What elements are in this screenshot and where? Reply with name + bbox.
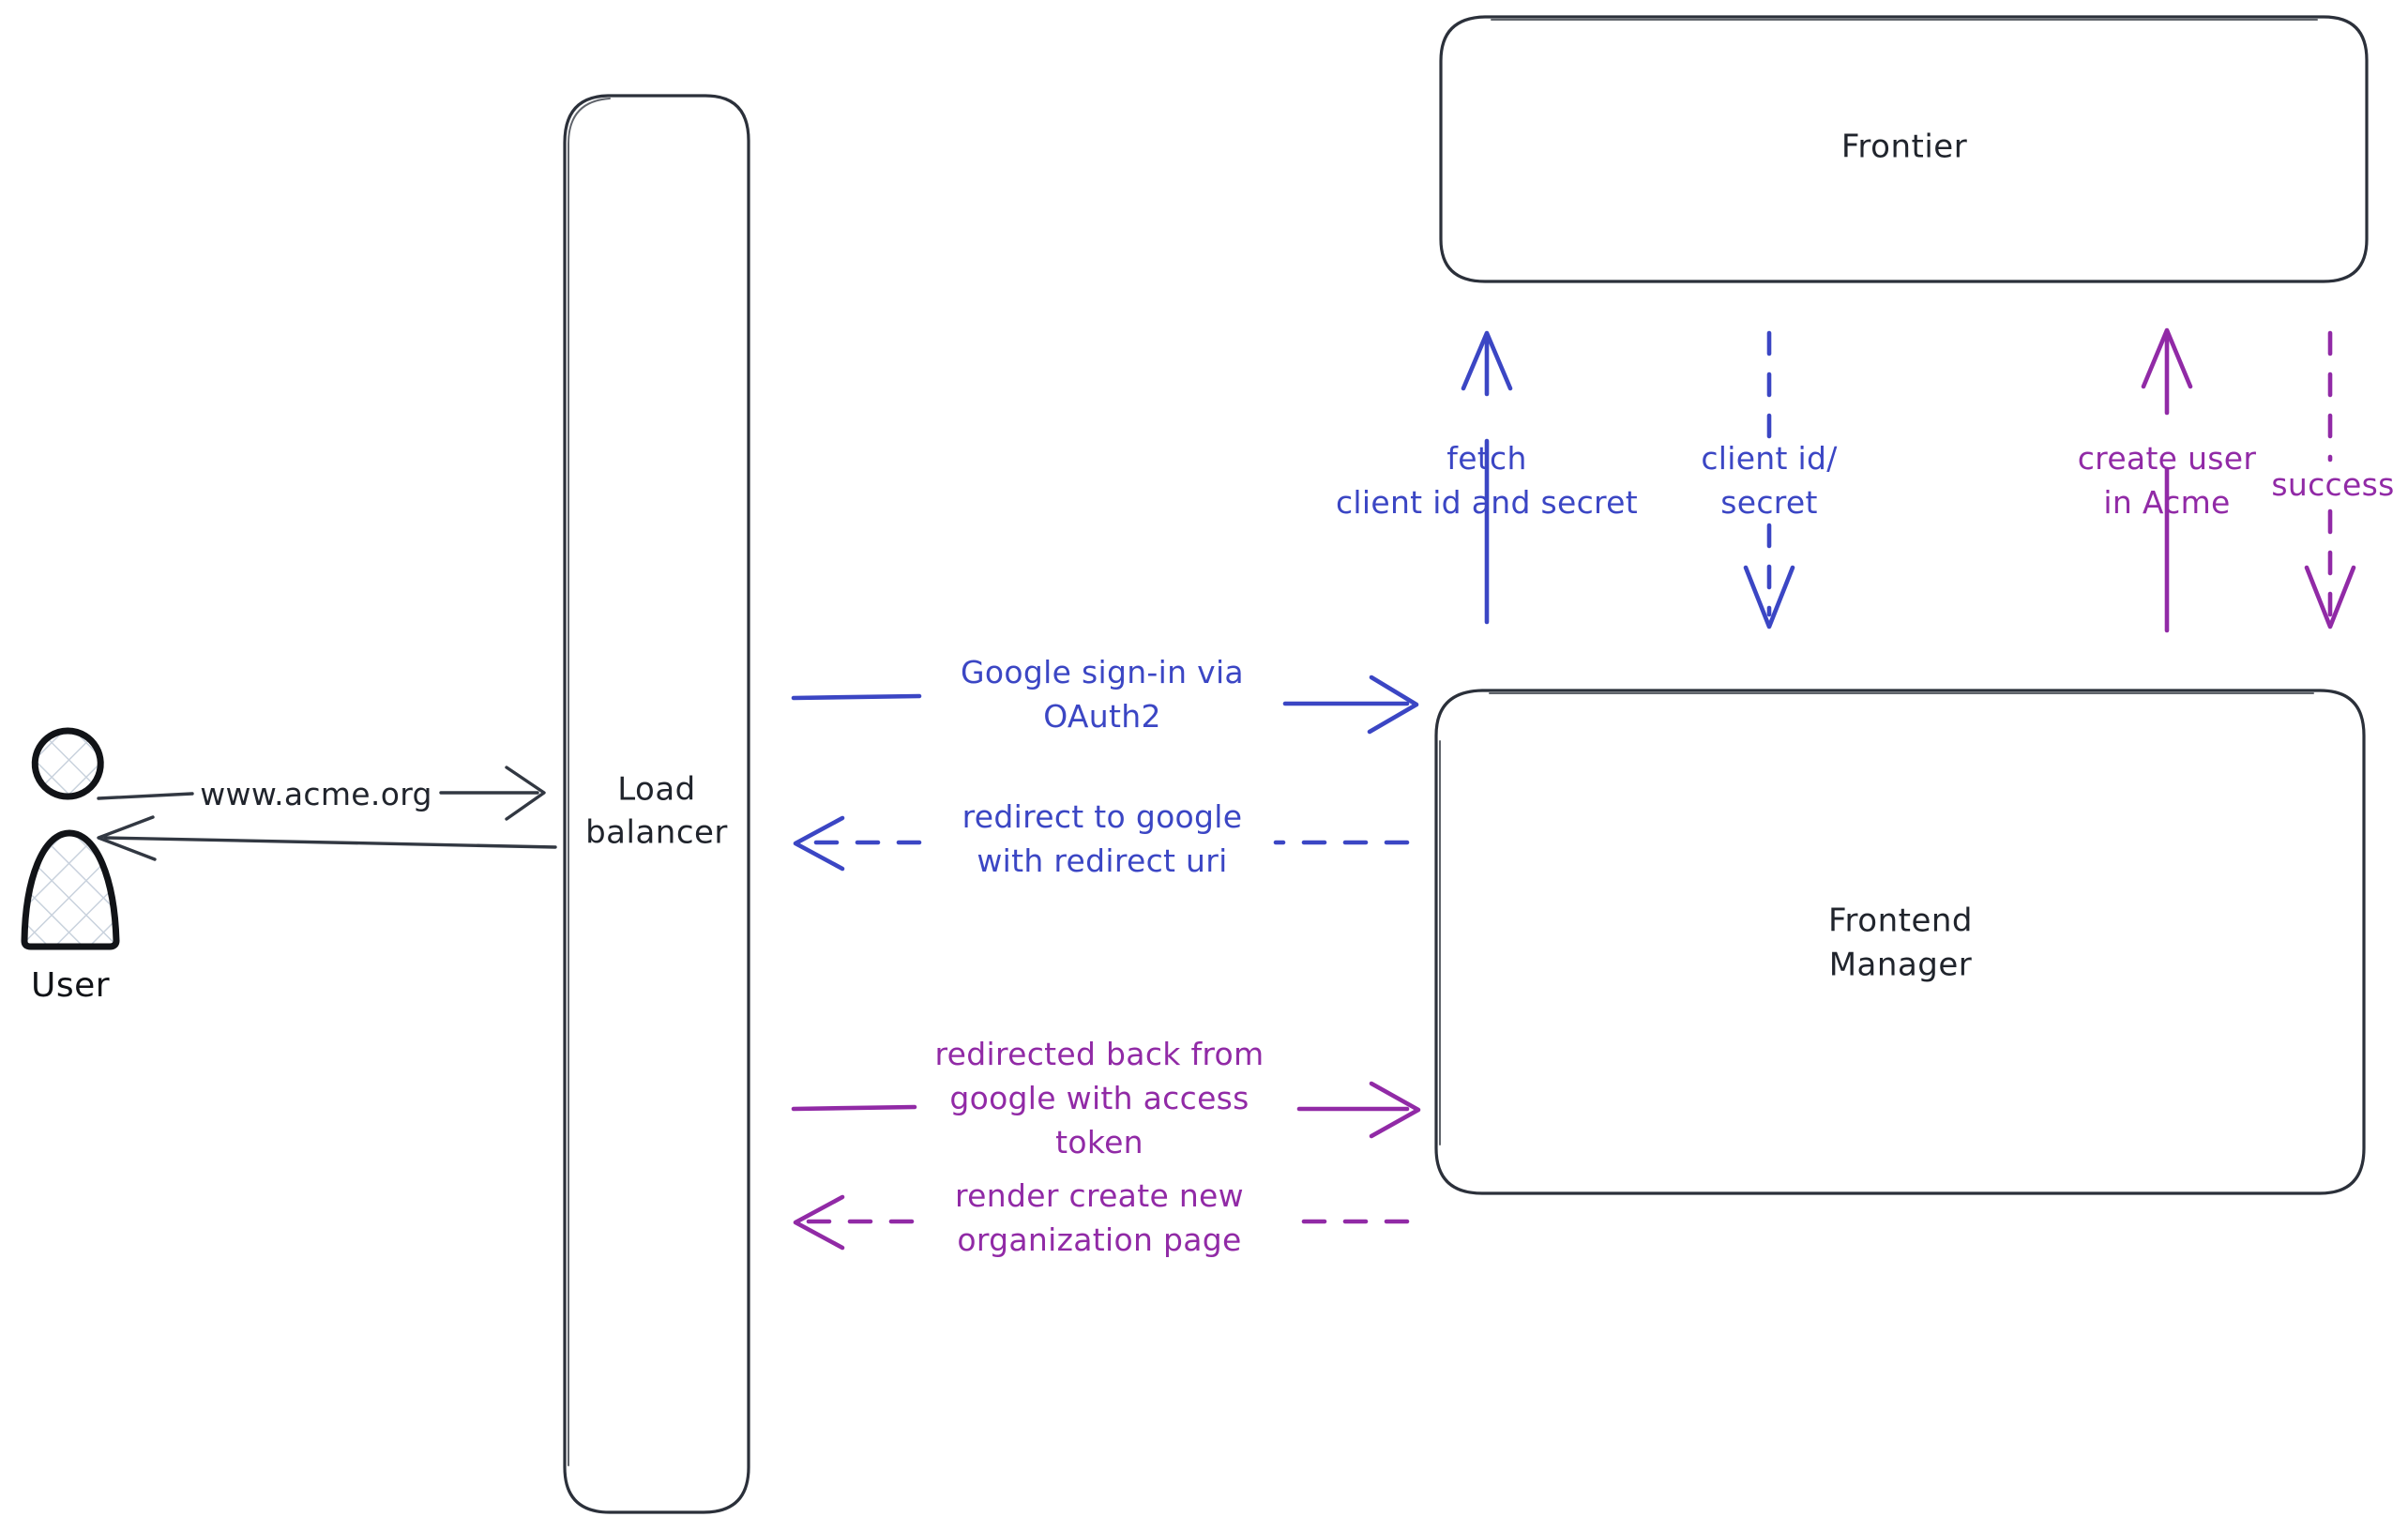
edge-redirect-to-google: redirect to google with redirect uri [793,798,1410,879]
edge-load-balancer-to-user [97,815,557,861]
node-frontier[interactable]: Frontier [1439,15,2369,283]
node-frontend-manager-label-line2: Manager [1829,947,1973,984]
edge-client-id-secret-response-label-line1: client id/ [1701,440,1838,477]
edge-redirected-back-token-label-line3: token [1055,1124,1143,1160]
edge-success-response: success [2271,330,2394,629]
edge-create-user-in-acme-label-line2: in Acme [2103,484,2230,521]
node-frontend-manager-label-line1: Frontend [1828,903,1973,940]
actor-user-label: User [31,966,110,1005]
edge-success-response-label: success [2271,466,2394,503]
actor-user[interactable]: User [21,727,120,1005]
node-load-balancer-label-line2: balancer [585,814,728,852]
edge-google-signin-label-line2: OAuth2 [1043,698,1161,735]
edge-google-signin: Google sign-in via OAuth2 [791,654,1419,735]
edge-redirected-back-token-label-line1: redirected back from [935,1036,1265,1072]
node-frontend-manager[interactable]: Frontend Manager [1434,689,2366,1195]
person-icon [21,727,120,950]
edge-create-user-in-acme: create user in Acme [2078,327,2257,633]
edge-client-id-secret-response: client id/ secret [1701,330,1838,629]
edge-redirected-back-token-label-line2: google with access [949,1080,1249,1116]
edge-google-signin-label-line1: Google sign-in via [961,654,1244,690]
node-frontier-label: Frontier [1841,129,1967,166]
edge-redirected-back-token: redirected back from google with access … [791,1036,1421,1160]
edge-fetch-client-id-secret-label-line1: fetch [1446,440,1526,477]
edge-client-id-secret-response-label-line2: secret [1720,484,1818,521]
edge-create-user-in-acme-label-line1: create user [2078,440,2257,477]
edge-redirect-to-google-label-line2: with redirect uri [977,842,1227,879]
edge-fetch-client-id-secret: fetch client id and secret [1336,330,1638,625]
edge-render-create-org-label-line1: render create new [955,1177,1244,1214]
edge-user-to-load-balancer-label: www.acme.org [200,776,432,812]
edge-user-to-load-balancer: www.acme.org [97,766,546,821]
edge-redirect-to-google-label-line1: redirect to google [962,798,1243,835]
node-load-balancer-label-line1: Load [617,771,696,809]
edge-render-create-org: render create new organization page [793,1177,1410,1258]
edge-render-create-org-label-line2: organization page [957,1221,1241,1258]
edge-fetch-client-id-secret-label-line2: client id and secret [1336,484,1638,521]
node-load-balancer[interactable]: Load balancer [563,94,750,1514]
